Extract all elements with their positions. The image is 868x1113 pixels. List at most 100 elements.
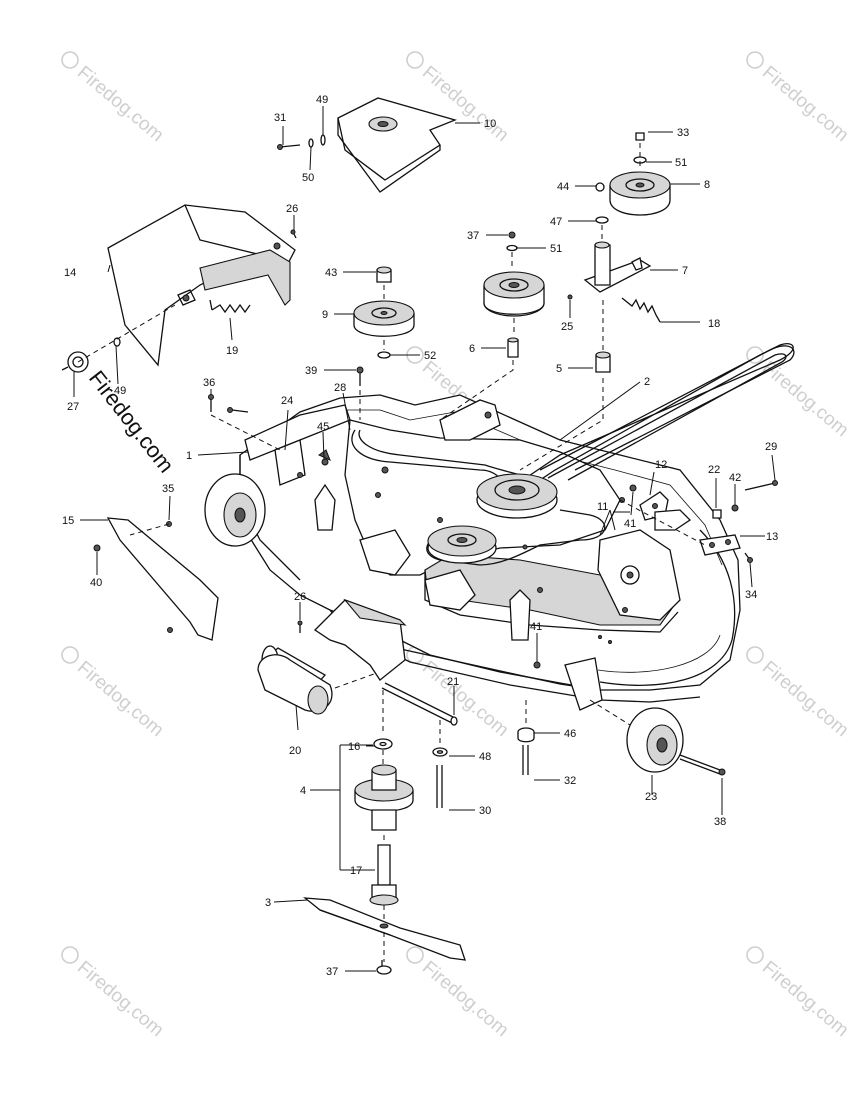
brand-watermark-left: Firedog.com [84,366,179,478]
tension-spring [621,297,661,323]
callout-17: 17 [350,865,362,877]
callout-22: 22 [708,464,720,476]
callout-51-center: 51 [550,243,562,255]
callout-21: 21 [447,676,459,688]
discharge-chute [107,204,296,367]
callout-37-top: 37 [467,230,479,242]
watermark-top-right: Firedog.com [746,51,852,146]
deck-pulley-center [476,473,558,519]
svg-text:Firedog.com: Firedog.com [73,62,167,146]
callout-46: 46 [564,728,576,740]
callout-13: 13 [766,531,778,543]
deck-pulley-left [427,525,497,564]
mower-blade [302,897,466,975]
callout-39: 39 [305,365,317,377]
watermark-mid-right: Firedog.com [746,346,852,441]
idler-pulley-6 [439,231,545,421]
callout-4: 4 [300,785,306,797]
belt-cover [337,97,458,193]
callout-47: 47 [550,216,562,228]
watermark-lower-right: Firedog.com [746,646,852,741]
callout-35: 35 [162,483,174,495]
callout-leaders [73,106,776,972]
callout-49-top: 49 [316,94,328,106]
callout-7: 7 [682,265,688,277]
wheel-hardware [432,700,535,808]
bolt-washer-group-top [277,134,326,150]
watermark-bottom-left: Firedog.com [61,946,167,1041]
svg-text:Firedog.com: Firedog.com [758,62,852,146]
idler-bracket [567,241,652,300]
chute-hardware [61,304,176,373]
idler-pulley-8 [595,132,671,240]
svg-text:Firedog.com: Firedog.com [73,957,167,1041]
callout-27: 27 [67,401,79,413]
idler-arm [439,399,501,441]
callout-20: 20 [289,745,301,757]
callout-51-right: 51 [675,157,687,169]
callout-11: 11 [597,501,608,513]
callout-30: 30 [479,805,491,817]
callout-26-lower: 26 [294,591,306,603]
callout-8: 8 [704,179,710,191]
callout-36: 36 [203,377,215,389]
callout-24: 24 [281,395,293,407]
right-gauge-wheel [564,657,726,776]
callout-25: 25 [561,321,573,333]
callout-29: 29 [765,441,777,453]
callout-18: 18 [708,318,720,330]
callout-12: 12 [655,459,667,471]
svg-text:Firedog.com: Firedog.com [84,366,179,478]
baffle-15 [93,517,219,641]
callout-numbers: 1 2 3 4 5 6 7 8 9 10 11 12 13 14 15 16 1… [62,94,778,978]
callout-28: 28 [334,382,346,394]
roller-bracket [313,598,407,681]
watermark-top-left: Firedog.com [61,51,167,146]
pulley-9 [353,266,415,359]
small-pins [290,229,541,669]
callout-3: 3 [265,897,271,909]
callout-32: 32 [564,775,576,787]
callout-41-upper: 41 [624,518,636,530]
svg-text:Firedog.com: Firedog.com [418,957,512,1041]
callout-45: 45 [317,421,329,433]
chute-spring [209,299,251,314]
callout-15: 15 [62,515,74,527]
callout-44: 44 [557,181,569,193]
callout-31: 31 [274,112,286,124]
callout-10: 10 [484,118,496,130]
callout-34: 34 [745,589,757,601]
callout-49-left: 49 [114,385,126,397]
callout-5: 5 [556,363,562,375]
callout-48: 48 [479,751,491,763]
callout-23: 23 [645,791,657,803]
callout-52: 52 [424,350,436,362]
callout-2: 2 [644,376,650,388]
callout-41-lower: 41 [530,621,542,633]
callout-42: 42 [729,472,741,484]
deck-bolts-top [208,366,443,523]
callout-9: 9 [322,309,328,321]
callout-33: 33 [677,127,689,139]
spindle-assembly [354,690,414,906]
svg-text:Firedog.com: Firedog.com [758,657,852,741]
right-side-brackets [619,480,778,563]
rod-21 [381,682,458,726]
callout-43: 43 [325,267,337,279]
spacer-5 [519,300,611,471]
callout-16: 16 [348,741,360,753]
front-roller [257,645,386,715]
callout-40: 40 [90,577,102,589]
callout-50: 50 [302,172,314,184]
callout-1: 1 [186,450,192,462]
svg-text:Firedog.com: Firedog.com [73,657,167,741]
callout-6: 6 [469,343,475,355]
callout-37-bottom: 37 [326,966,338,978]
callout-38: 38 [714,816,726,828]
watermark-mid-left: Firedog.com [61,646,167,741]
watermark-bottom-right: Firedog.com [746,946,852,1041]
drive-belt [351,343,795,566]
callout-26-top: 26 [286,203,298,215]
